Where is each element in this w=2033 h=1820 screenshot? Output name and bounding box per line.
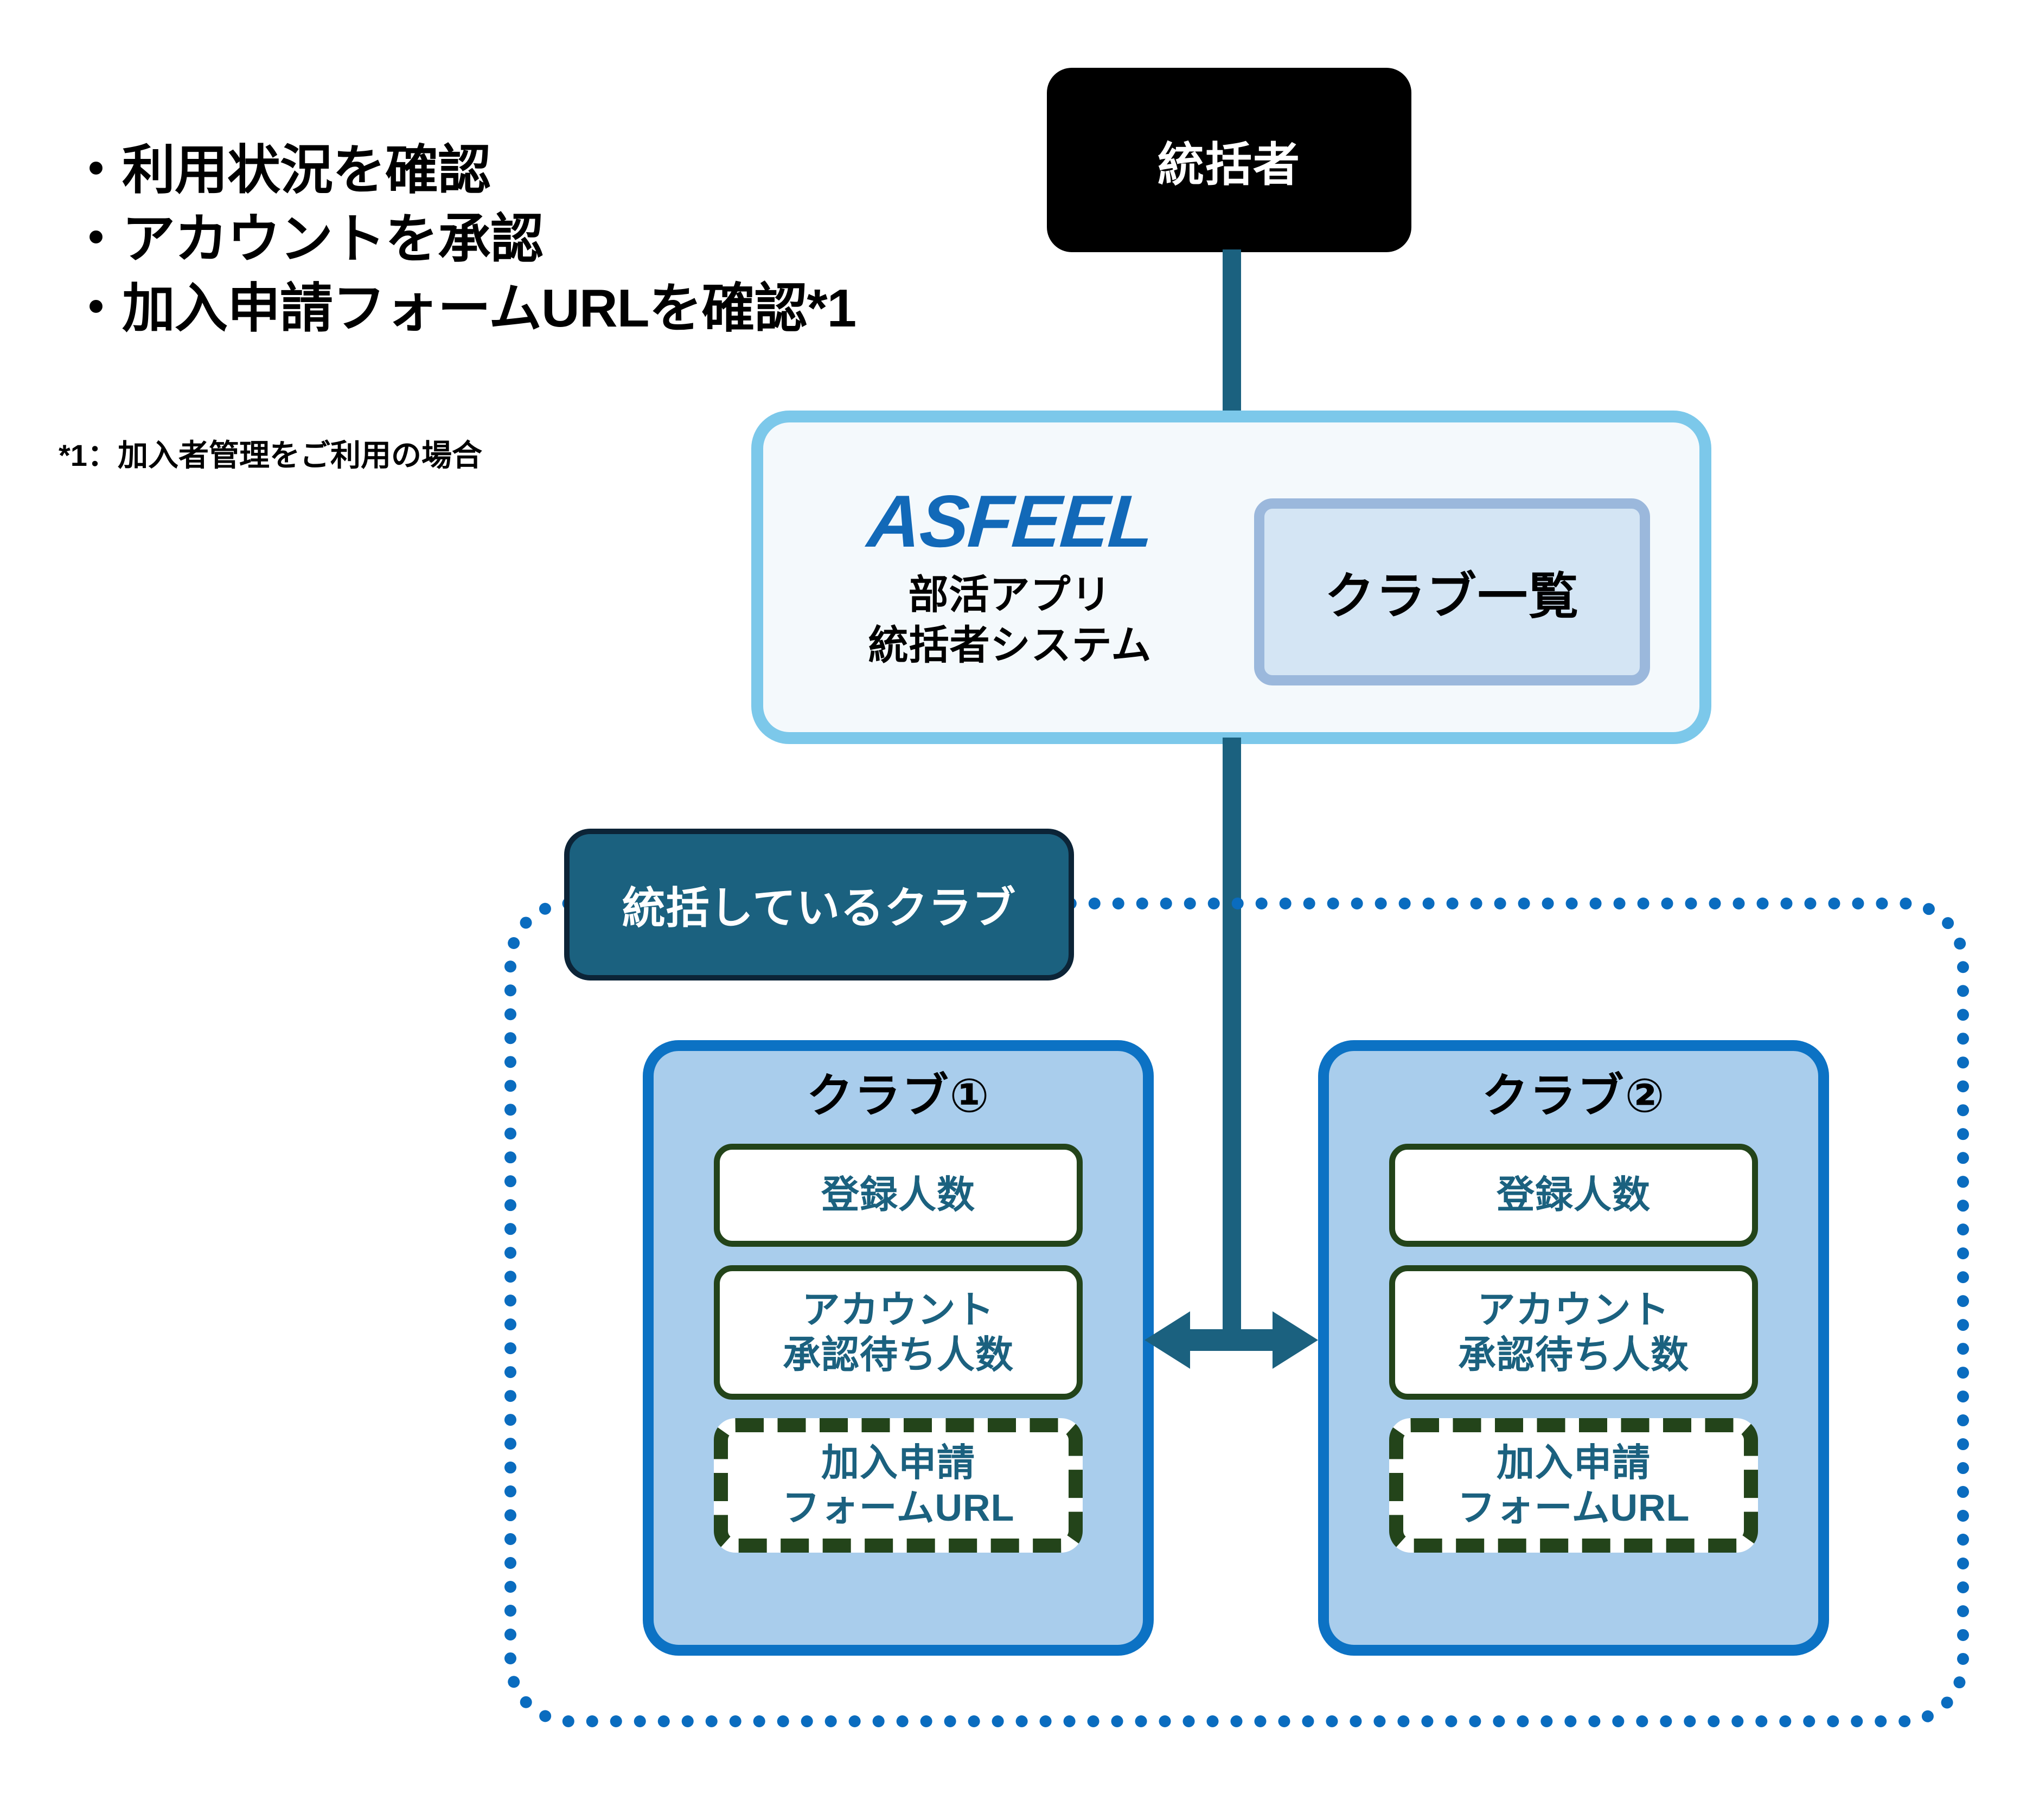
connector-line-middle	[1223, 738, 1241, 1342]
asfeel-branding: ASFEEL 部活アプリ 統括者システム	[793, 480, 1227, 670]
bullet-list: ・利用状況を確認 ・アカウントを承認 ・加入申請フォームURLを確認*1	[69, 136, 992, 343]
club-2-registered-count-box: 登録人数	[1389, 1143, 1758, 1247]
club-1-application-form-url-label: 加入申請フォームURL	[782, 1441, 1015, 1529]
club-1-registered-count-label: 登録人数	[821, 1174, 975, 1216]
bullet-item-1: ・利用状況を確認	[69, 140, 491, 200]
club-2-application-form-url-box: 加入申請フォームURL	[1389, 1418, 1758, 1553]
club-card-2-title: クラブ②	[1481, 1070, 1666, 1122]
asfeel-subtitle: 部活アプリ 統括者システム	[868, 570, 1152, 670]
asfeel-subtitle-line2: 統括者システム	[868, 622, 1152, 668]
admin-role-box: 統括者	[1047, 68, 1411, 252]
asfeel-logo: ASFEEL	[865, 480, 1155, 562]
club-1-pending-approval-label: アカウント承認待ち人数	[783, 1289, 1014, 1376]
bidirectional-arrow-icon	[1145, 1311, 1318, 1369]
bullet-item-2: ・アカウントを承認	[69, 209, 544, 269]
club-2-application-form-url-label: 加入申請フォームURL	[1457, 1441, 1690, 1529]
club-list-button[interactable]: クラブ一覧	[1254, 498, 1650, 685]
managed-clubs-label-text: 統括しているクラブ	[622, 884, 1016, 932]
club-card-2: クラブ② 登録人数 アカウント承認待ち人数 加入申請フォームURL	[1318, 1040, 1829, 1656]
asfeel-subtitle-line1: 部活アプリ	[908, 572, 1112, 617]
managed-clubs-label: 統括しているクラブ	[564, 829, 1074, 981]
club-card-1: クラブ① 登録人数 アカウント承認待ち人数 加入申請フォームURL	[643, 1040, 1154, 1656]
club-2-pending-approval-label: アカウント承認待ち人数	[1458, 1289, 1689, 1376]
club-1-pending-approval-box: アカウント承認待ち人数	[714, 1265, 1083, 1400]
club-card-1-title: クラブ①	[806, 1070, 990, 1122]
club-2-registered-count-label: 登録人数	[1497, 1174, 1651, 1216]
admin-role-label: 統括者	[1158, 138, 1301, 191]
footnote-text: *1：加入者管理をご利用の場合	[59, 438, 482, 472]
club-1-application-form-url-box: 加入申請フォームURL	[714, 1418, 1083, 1553]
asfeel-system-card: ASFEEL 部活アプリ 統括者システム クラブ一覧	[751, 411, 1711, 744]
club-list-button-label: クラブ一覧	[1324, 569, 1580, 624]
bullet-item-3: ・加入申請フォームURLを確認*1	[69, 278, 856, 338]
connector-line-top	[1223, 249, 1241, 418]
club-1-registered-count-box: 登録人数	[714, 1143, 1083, 1247]
club-2-pending-approval-box: アカウント承認待ち人数	[1389, 1265, 1758, 1400]
